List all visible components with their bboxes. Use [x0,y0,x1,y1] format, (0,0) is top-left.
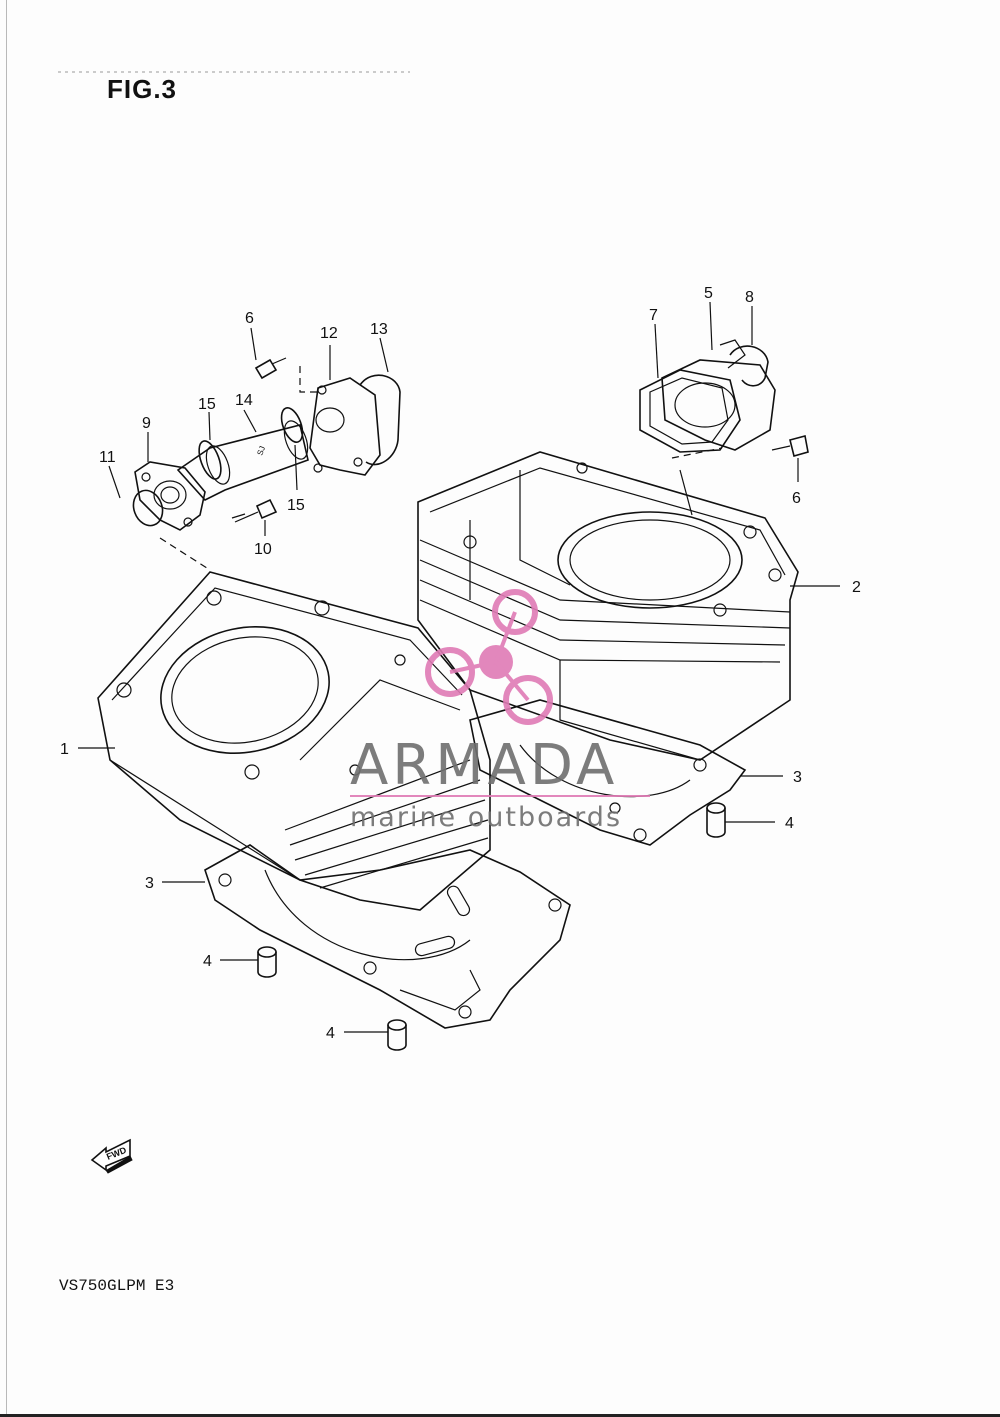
callout-11: 11 [99,449,116,466]
callout-4-front-1: 4 [203,953,212,970]
callout-labels: 1 2 3 3 4 4 4 5 6 6 7 8 9 10 11 12 13 14… [60,285,861,1042]
intake-bolt-part [254,357,287,380]
callout-7: 7 [649,307,658,324]
callout-15-right: 15 [287,497,305,514]
intake-joint-part [309,377,381,476]
callout-leaders [78,301,840,1033]
hose-clamp-part [198,407,304,480]
callout-2: 2 [852,579,861,596]
callout-10: 10 [254,541,272,558]
watermark-logo-icon [425,589,553,725]
figure-title: FIG.3 [107,74,178,104]
callout-12: 12 [320,325,338,342]
rear-cylinder-base-gasket [469,699,747,846]
callout-8: 8 [745,289,754,306]
callout-3-front: 3 [145,875,154,892]
intake-flange-part [134,461,206,531]
callout-3-rear: 3 [793,769,802,786]
dowel-pin-rear [706,802,726,838]
callout-15-left: 15 [198,396,216,413]
callout-4-rear: 4 [785,815,794,832]
assembly-lines [159,366,723,571]
rear-bolt-part [771,435,809,457]
rear-gasket-part [639,369,741,453]
page-edge-left [6,0,7,1417]
intake-joint-o-ring-part [359,374,401,466]
callout-5: 5 [704,285,713,302]
callout-4-front-2: 4 [326,1025,335,1042]
callout-9: 9 [142,415,151,432]
model-code: VS750GLPM E3 [59,1277,175,1295]
callout-1: 1 [60,741,69,758]
flange-bolt-part [234,498,278,523]
callout-14: 14 [235,392,253,409]
rear-o-ring-part [729,345,769,387]
watermark-tagline: marine outboards [350,802,622,833]
forward-arrow-icon: FWD [90,1138,133,1174]
watermark: ARMADA marine outboards [350,589,650,833]
rear-cylinder-part [417,451,799,761]
watermark-brand: ARMADA [350,733,618,798]
dowel-pin-front-2 [387,1019,407,1051]
dowel-pin-front-1 [257,946,277,978]
callout-13: 13 [370,321,388,338]
page-edge-bottom [0,1414,1000,1417]
o-ring-part [132,489,164,527]
front-cylinder-part [97,571,491,911]
front-cylinder-base-gasket [204,844,571,1029]
intake-pipe-part: SJ [176,420,309,501]
callout-6-intake: 6 [245,310,254,327]
callout-6-rear: 6 [792,490,801,507]
svg-text:SJ: SJ [255,445,267,457]
